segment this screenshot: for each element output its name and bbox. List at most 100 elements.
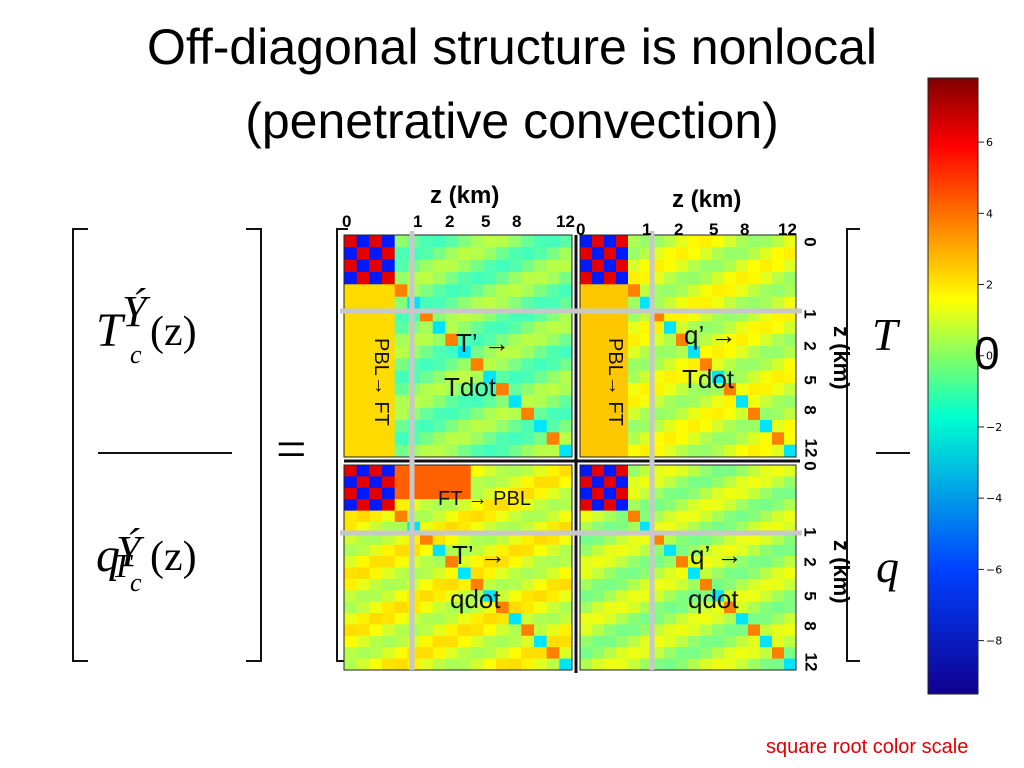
matrix-cell xyxy=(664,247,677,261)
matrix-cell xyxy=(356,247,370,261)
matrix-cell xyxy=(559,432,573,446)
matrix-cell xyxy=(628,601,641,614)
matrix-cell xyxy=(688,590,701,603)
matrix-cell xyxy=(369,272,383,285)
matrix-cell xyxy=(628,346,641,359)
matrix-cell xyxy=(521,521,535,534)
matrix-cell xyxy=(546,590,560,603)
matrix-cell xyxy=(432,658,446,671)
matrix-cell xyxy=(592,321,605,335)
matrix-cell xyxy=(664,510,677,523)
matrix-cell xyxy=(356,578,370,591)
matrix-cell xyxy=(559,358,573,372)
matrix-cell xyxy=(394,247,408,261)
matrix-cell xyxy=(483,444,497,458)
matrix-cell xyxy=(496,272,510,285)
quadrant-border-bl xyxy=(343,464,573,671)
right-tick-b4: 8 xyxy=(800,621,820,631)
matrix-cell xyxy=(628,407,641,421)
matrix-cell xyxy=(356,658,370,671)
matrix-cell xyxy=(580,358,593,372)
matrix-cell xyxy=(546,556,560,568)
matrix-cell xyxy=(640,284,653,298)
matrix-cell xyxy=(546,624,560,637)
matrix-cell xyxy=(470,235,484,248)
matrix-cell xyxy=(652,635,665,648)
matrix-cell xyxy=(676,444,689,458)
top-tick-l0: 0 xyxy=(342,212,352,231)
matrix-cell xyxy=(700,533,713,546)
matrix-cell xyxy=(369,420,383,433)
matrix-cell xyxy=(508,624,522,637)
matrix-cell xyxy=(432,601,446,614)
matrix-cell xyxy=(652,613,665,625)
matrix-cell xyxy=(483,658,497,671)
matrix-cell xyxy=(356,407,370,421)
matrix-cell xyxy=(784,658,797,671)
matrix-cell xyxy=(470,658,484,671)
matrix-cell xyxy=(712,432,725,446)
matrix-cell xyxy=(652,624,665,637)
matrix-cell xyxy=(559,444,573,458)
matrix-cell xyxy=(470,395,484,409)
matrix-cell xyxy=(640,647,653,660)
matrix-cell xyxy=(748,235,761,248)
matrix-cell xyxy=(483,578,497,591)
matrix-cell xyxy=(784,296,797,310)
matrix-cell xyxy=(483,346,497,359)
colorbar-gradient xyxy=(927,77,979,695)
matrix-cell xyxy=(604,658,617,671)
matrix-cell xyxy=(640,590,653,603)
matrix-cell xyxy=(628,635,641,648)
matrix-cell xyxy=(616,465,629,477)
matrix-cell xyxy=(521,235,535,248)
matrix-cell xyxy=(470,465,484,477)
colorbar-tick-label: 2 xyxy=(986,279,993,292)
matrix-cell xyxy=(432,624,446,637)
matrix-cell xyxy=(344,370,358,384)
matrix-cell xyxy=(760,624,773,637)
matrix-cell xyxy=(559,624,573,637)
matrix-cell xyxy=(748,444,761,458)
matrix-cell xyxy=(344,487,358,500)
matrix-cell xyxy=(748,476,761,489)
matrix-cell xyxy=(559,407,573,421)
matrix-cell xyxy=(458,521,472,534)
matrix-cell xyxy=(592,465,605,477)
matrix-cell xyxy=(356,370,370,384)
matrix-cell xyxy=(546,358,560,372)
matrix-cell xyxy=(508,321,522,335)
matrix-cell xyxy=(483,499,497,512)
matrix-cell xyxy=(700,284,713,298)
matrix-cell xyxy=(724,499,737,512)
matrix-cell xyxy=(772,420,785,433)
matrix-cell xyxy=(546,578,560,591)
matrix-cell xyxy=(784,476,797,489)
matrix-cell xyxy=(458,321,472,335)
matrix-cell xyxy=(470,296,484,310)
matrix-cell xyxy=(676,465,689,477)
matrix-cell xyxy=(521,346,535,359)
matrix-cell xyxy=(445,346,459,359)
colorbar-tick-label: −2 xyxy=(986,421,1002,434)
matrix-cell xyxy=(628,465,641,477)
matrix-cell xyxy=(652,465,665,477)
matrix-cell xyxy=(628,235,641,248)
matrix-cell xyxy=(736,647,749,660)
matrix-cell xyxy=(420,383,434,396)
matrix-cell xyxy=(664,284,677,298)
matrix-cell xyxy=(736,624,749,637)
matrix-cell xyxy=(344,533,358,546)
matrix-cell xyxy=(580,635,593,648)
matrix-cell xyxy=(784,420,797,433)
matrix-cell xyxy=(640,499,653,512)
matrix-cell xyxy=(382,510,396,523)
matrix-cell xyxy=(640,544,653,557)
matrix-cell xyxy=(712,284,725,298)
matrix-cell xyxy=(580,333,593,347)
matrix-cell xyxy=(382,499,396,512)
matrix-cell xyxy=(652,420,665,433)
matrix-cell xyxy=(382,578,396,591)
matrix-cell xyxy=(534,647,548,660)
matrix-cell xyxy=(344,578,358,591)
